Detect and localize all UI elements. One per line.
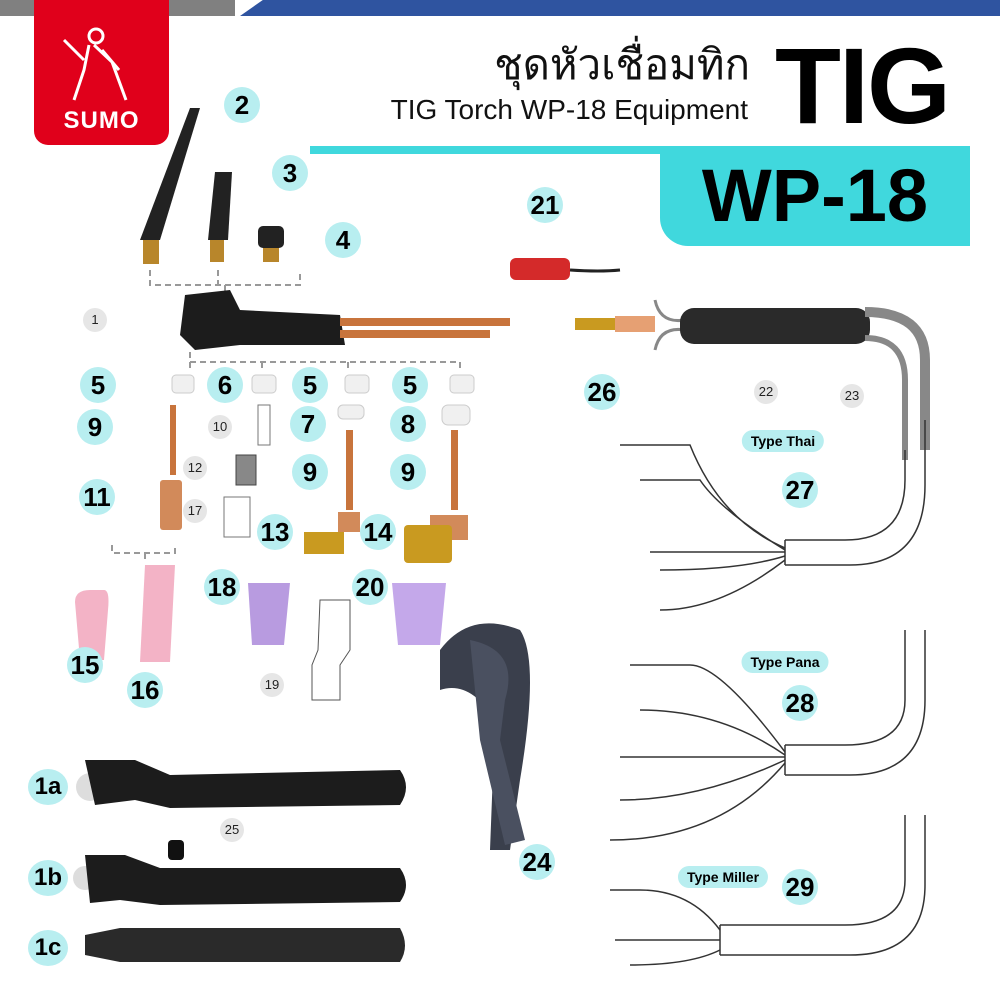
callout-1c: 1c (28, 930, 68, 966)
long-back-cap (140, 108, 200, 240)
type-thai-label: Type Thai (741, 430, 825, 452)
medium-back-cap-thread (210, 240, 224, 262)
callout-21: 21 (527, 187, 563, 223)
callout-1b: 1b (28, 860, 68, 896)
callout-5b: 5 (292, 367, 328, 403)
small-callout-23: 23 (840, 384, 864, 408)
callout-8: 8 (390, 406, 426, 442)
callout-28: 28 (782, 685, 818, 721)
title-tig: TIG (775, 25, 951, 146)
callout-6: 6 (207, 367, 243, 403)
callout-5: 5 (80, 367, 116, 403)
medium-back-cap (208, 172, 232, 240)
callout-9b: 9 (292, 454, 328, 490)
callout-7: 7 (290, 406, 326, 442)
callout-20: 20 (352, 569, 388, 605)
small-callout-17: 17 (183, 499, 207, 523)
small-callout-25: 25 (220, 818, 244, 842)
small-callout-19: 19 (260, 673, 284, 697)
short-back-cap-thread (263, 248, 279, 262)
callout-26: 26 (584, 374, 620, 410)
callout-9: 9 (77, 409, 113, 445)
callout-2: 2 (224, 87, 260, 123)
small-callout-12: 12 (183, 456, 207, 480)
short-back-cap (258, 226, 284, 248)
model-badge: WP-18 (660, 146, 970, 246)
long-back-cap-thread (143, 240, 159, 264)
type-pana-label: Type Pana (741, 651, 829, 673)
callout-24: 24 (519, 844, 555, 880)
callout-16: 16 (127, 672, 163, 708)
callout-11: 11 (79, 479, 115, 515)
small-callout-10: 10 (208, 415, 232, 439)
sumo-wrestler-icon (62, 27, 128, 101)
torch-head (180, 290, 345, 350)
callout-4: 4 (325, 222, 361, 258)
callout-1a: 1a (28, 769, 68, 805)
type-miller-label: Type Miller (677, 866, 769, 888)
callout-27: 27 (782, 472, 818, 508)
accent-line (310, 146, 970, 154)
callout-14: 14 (360, 514, 396, 550)
callout-15: 15 (67, 647, 103, 683)
callout-13: 13 (257, 514, 293, 550)
callout-18: 18 (204, 569, 240, 605)
small-callout-1: 1 (83, 308, 107, 332)
top-bar-blue (240, 0, 1000, 16)
callout-29: 29 (782, 869, 818, 905)
sumo-logo: SUMO (34, 0, 169, 145)
callout-3: 3 (272, 155, 308, 191)
callout-9c: 9 (390, 454, 426, 490)
title-thai: ชุดหัวเชื่อมทิก (494, 41, 750, 88)
small-callout-22: 22 (754, 380, 778, 404)
callout-5c: 5 (392, 367, 428, 403)
brand-name: SUMO (63, 107, 140, 134)
title-english: TIG Torch WP-18 Equipment (390, 94, 748, 125)
